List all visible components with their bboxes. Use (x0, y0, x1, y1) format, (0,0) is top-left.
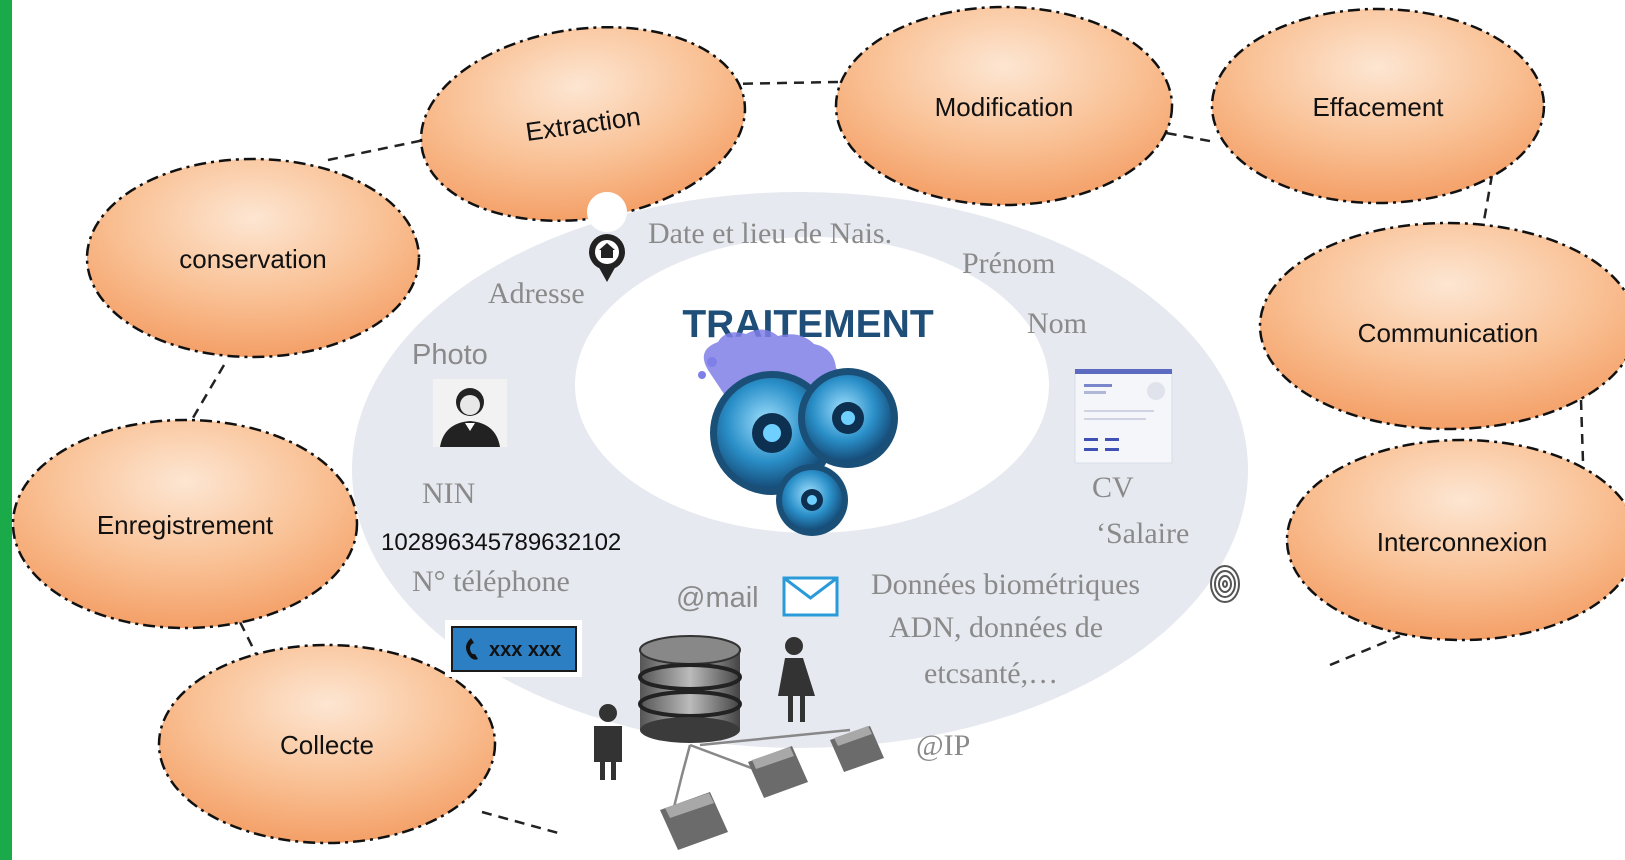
phone-icon (466, 638, 478, 660)
woman-icon (778, 637, 815, 722)
person-photo-icon (433, 379, 507, 447)
cv-document-icon (1074, 369, 1173, 464)
label-prenom: Prénom (962, 247, 1055, 280)
label-communication: Communication (1358, 318, 1539, 348)
phone-badge: xxx xxx (445, 620, 582, 677)
label-nom: Nom (1027, 307, 1087, 340)
man-icon (594, 704, 622, 780)
label-enregistrement: Enregistrement (97, 510, 274, 540)
label-effacement: Effacement (1312, 92, 1444, 122)
phone-badge-text: xxx xxx (489, 639, 561, 661)
gears-icon (698, 329, 898, 536)
database-icon (638, 635, 742, 743)
label-interconnexion: Interconnexion (1377, 527, 1548, 557)
label-adn: ADN, données de (889, 611, 1103, 644)
label-date-lieu: Date et lieu de Nais. (648, 217, 892, 250)
bubble-communication: Communication (1258, 221, 1625, 431)
label-salaire: ‘Salaire (1096, 517, 1189, 550)
folder-icon-1 (660, 792, 728, 850)
label-sante: etcsanté,… (924, 657, 1058, 690)
label-collecte: Collecte (280, 730, 374, 760)
label-mail: @mail (676, 582, 759, 614)
label-biometrie: Données biométriques (871, 568, 1140, 601)
label-modification: Modification (935, 92, 1074, 122)
envelope-icon (782, 576, 839, 617)
label-photo: Photo (412, 339, 488, 371)
bubble-extraction: Extraction (419, 25, 747, 223)
label-conservation: conservation (179, 244, 326, 274)
label-nin: NIN (422, 477, 475, 510)
fingerprint-icon (1210, 565, 1240, 603)
label-ip: @IP (916, 729, 970, 762)
location-pin-icon (587, 192, 628, 282)
bubble-conservation: conservation (85, 157, 421, 359)
connectors (185, 80, 1585, 836)
folder-icon-2 (748, 746, 808, 798)
bubble-interconnexion: Interconnexion (1285, 438, 1625, 642)
bubble-collecte: Collecte (157, 643, 497, 845)
label-cv: CV (1092, 471, 1134, 504)
left-accent-bar (0, 0, 12, 860)
label-telephone: N° téléphone (412, 565, 570, 598)
bubble-enregistrement: Enregistrement (11, 418, 359, 630)
label-adresse: Adresse (488, 277, 585, 310)
folder-icon-3 (830, 726, 884, 772)
bubble-effacement: Effacement (1210, 7, 1546, 205)
bubble-modification: Modification (834, 5, 1174, 207)
label-nin-number: 102896345789632102 (381, 529, 621, 556)
